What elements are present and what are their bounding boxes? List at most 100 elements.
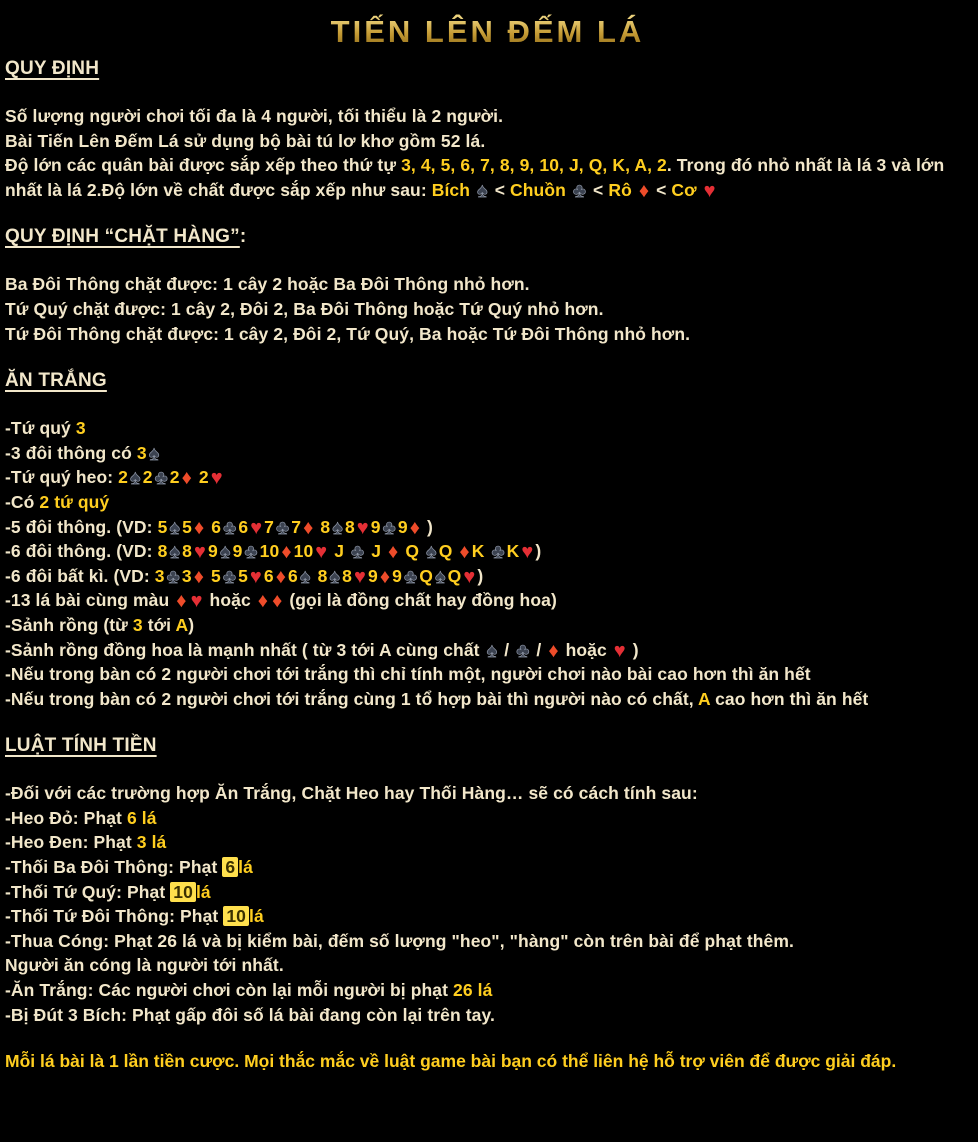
text-segment: 8 — [342, 565, 352, 586]
text-segment: 5 — [157, 516, 168, 537]
text-segment: 10 — [293, 541, 314, 562]
text-segment: -Thối Tứ Quý: Phạt — [5, 881, 171, 902]
rule-line: -Tứ quý heo: 2♠2♣2♦ 2♥ — [5, 465, 970, 490]
text-segment: cao hơn thì ăn hết — [710, 688, 869, 709]
spade-icon: ♠ — [329, 565, 341, 588]
rule-line: -6 đôi bất kì. (VD: 3♣3♦ 5♣5♥6♦6♠ 8♠8♥9♦… — [5, 564, 970, 589]
text-segment: 26 lá — [453, 980, 493, 1001]
text-segment: -6 đôi bất kì. (VD: — [5, 565, 155, 586]
section-heading: QUY ĐỊNH “CHẶT HÀNG”: — [5, 226, 970, 248]
diamond-icon: ♦ — [193, 565, 205, 588]
text-segment: -3 đôi thông có — [5, 442, 137, 463]
diamond-icon: ♦ — [281, 541, 292, 564]
text-segment: 7 — [264, 516, 275, 537]
text-segment: Độ lớn các quân bài được sắp xếp theo th… — [5, 155, 402, 176]
text-segment: / — [531, 639, 547, 660]
spade-icon: ♠ — [129, 467, 141, 490]
heart-icon: ♥ — [356, 516, 369, 539]
text-segment: hoặc — [560, 639, 612, 660]
spade-icon: ♠ — [486, 639, 498, 662]
text-segment: J — [366, 541, 387, 562]
text-segment: Cơ — [671, 179, 702, 200]
diamond-icon: ♦ — [409, 516, 420, 539]
diamond-icon: ♦ — [194, 516, 205, 539]
text-segment: 10 — [223, 906, 249, 927]
section-luat-tinh-tien: LUẬT TÍNH TIỀN-Đối với các trường hợp Ăn… — [5, 735, 970, 1027]
text-segment: ) — [477, 565, 484, 586]
text-segment: < — [489, 179, 510, 200]
heart-icon: ♥ — [250, 516, 263, 539]
rule-line: -Thua Cóng: Phạt 26 lá và bị kiểm bài, đ… — [5, 929, 970, 954]
text-segment: 3, 4, 5, 6, 7, 8, 9, 10, J, Q, K, A, 2 — [401, 155, 667, 176]
text-segment: 9 — [207, 541, 218, 562]
text-segment: 2 — [118, 467, 128, 488]
section-heading-text: QUY ĐỊNH — [5, 58, 100, 79]
diamond-icon: ♦ — [275, 565, 287, 588]
text-segment: lá — [238, 857, 253, 878]
diamond-icon: ♦ — [379, 565, 391, 588]
diamond-icon: ♦ — [303, 516, 314, 539]
text-segment: . Trong đó nhỏ nhất là lá 3 và lớn nhất … — [5, 155, 945, 200]
section-an-trang: ĂN TRẮNG-Tứ quý 3-3 đôi thông có 3♠-Tứ q… — [5, 370, 970, 711]
spade-icon: ♠ — [426, 541, 437, 564]
rule-line: -Có 2 tứ quý — [5, 490, 970, 515]
text-segment: Rô — [608, 179, 637, 200]
section-quy-dinh: QUY ĐỊNH Số lượng người chơi tối đa là 4 … — [5, 58, 970, 202]
text-segment: -Tứ quý — [5, 418, 76, 439]
text-segment: 2 — [142, 467, 153, 488]
text-segment: < — [651, 179, 672, 200]
diamond-icon: ♦ — [459, 541, 470, 564]
text-segment: -Nếu trong bàn có 2 người chơi tới trắng… — [5, 688, 699, 709]
text-segment: ) — [627, 639, 639, 660]
text-segment: -Có — [5, 491, 40, 512]
spade-icon: ♠ — [169, 516, 181, 539]
text-segment: 6 — [206, 516, 222, 537]
text-segment: -Heo Đen: Phạt — [5, 832, 137, 853]
rule-line: -Đối với các trường hợp Ăn Trắng, Chặt H… — [5, 781, 970, 806]
text-segment: A — [698, 688, 711, 709]
footer-note: Mỗi lá bài là 1 lần tiền cược. Mọi thắc … — [5, 1051, 897, 1072]
club-icon: ♣ — [403, 565, 418, 588]
text-segment: 10 — [259, 541, 280, 562]
heart-icon: ♥ — [315, 541, 328, 564]
text-segment: Q — [400, 541, 424, 562]
rule-line: -3 đôi thông có 3♠ — [5, 441, 970, 466]
text-segment: 8 — [157, 541, 168, 562]
section-chat-hang: QUY ĐỊNH “CHẶT HÀNG”:Ba Đôi Thông chặt đ… — [5, 226, 970, 346]
spade-icon: ♠ — [148, 442, 160, 465]
rule-line: -Sảnh rồng (từ 3 tới A) — [5, 613, 970, 638]
text-segment: 9 — [397, 516, 408, 537]
club-icon: ♣ — [154, 467, 168, 490]
text-segment: 9 — [392, 565, 402, 586]
text-segment: 2 — [193, 467, 209, 488]
rules-content: QUY ĐỊNH Số lượng người chơi tối đa là 4 … — [5, 58, 970, 1027]
rule-line: Số lượng người chơi tối đa là 4 người, t… — [5, 104, 970, 129]
text-segment: Bài Tiến Lên Đếm Lá sử dụng bộ bài tú lơ… — [5, 130, 486, 151]
text-segment: -Bị Đút 3 Bích: Phạt gấp đôi số lá bài đ… — [5, 1004, 495, 1025]
text-segment: ) — [535, 541, 542, 562]
club-icon: ♣ — [351, 541, 365, 564]
heart-icon: ♥ — [194, 541, 206, 564]
section-heading-text: ĂN TRẮNG — [5, 370, 107, 392]
section-heading-text: QUY ĐỊNH “CHẶT HÀNG” — [5, 226, 240, 248]
text-segment: 2 tứ quý — [39, 491, 110, 512]
text-segment: 6 — [222, 857, 239, 878]
text-segment: A — [175, 614, 189, 635]
text-segment: 10 — [170, 881, 196, 902]
section-heading: ĂN TRẮNG — [5, 370, 970, 392]
club-icon: ♣ — [491, 541, 505, 564]
text-segment: -5 đôi thông. (VD: — [5, 516, 158, 537]
text-segment: 3 — [136, 442, 147, 463]
text-segment: 8 — [315, 516, 331, 537]
text-segment: Người ăn cóng là người tới nhất. — [5, 955, 284, 976]
text-segment: 3 — [154, 565, 165, 586]
club-icon: ♣ — [166, 565, 180, 588]
diamond-icon: ♦ — [176, 590, 187, 613]
text-segment: 3 — [181, 565, 192, 586]
text-segment: ) — [188, 614, 195, 635]
text-segment: K — [471, 541, 490, 562]
text-segment: (gọi là đồng chất hay đồng hoa) — [284, 590, 557, 611]
text-segment: Bích — [431, 179, 476, 200]
text-segment: Tứ Quý chặt được: 1 cây 2, Đôi 2, Ba Đôi… — [5, 298, 604, 319]
